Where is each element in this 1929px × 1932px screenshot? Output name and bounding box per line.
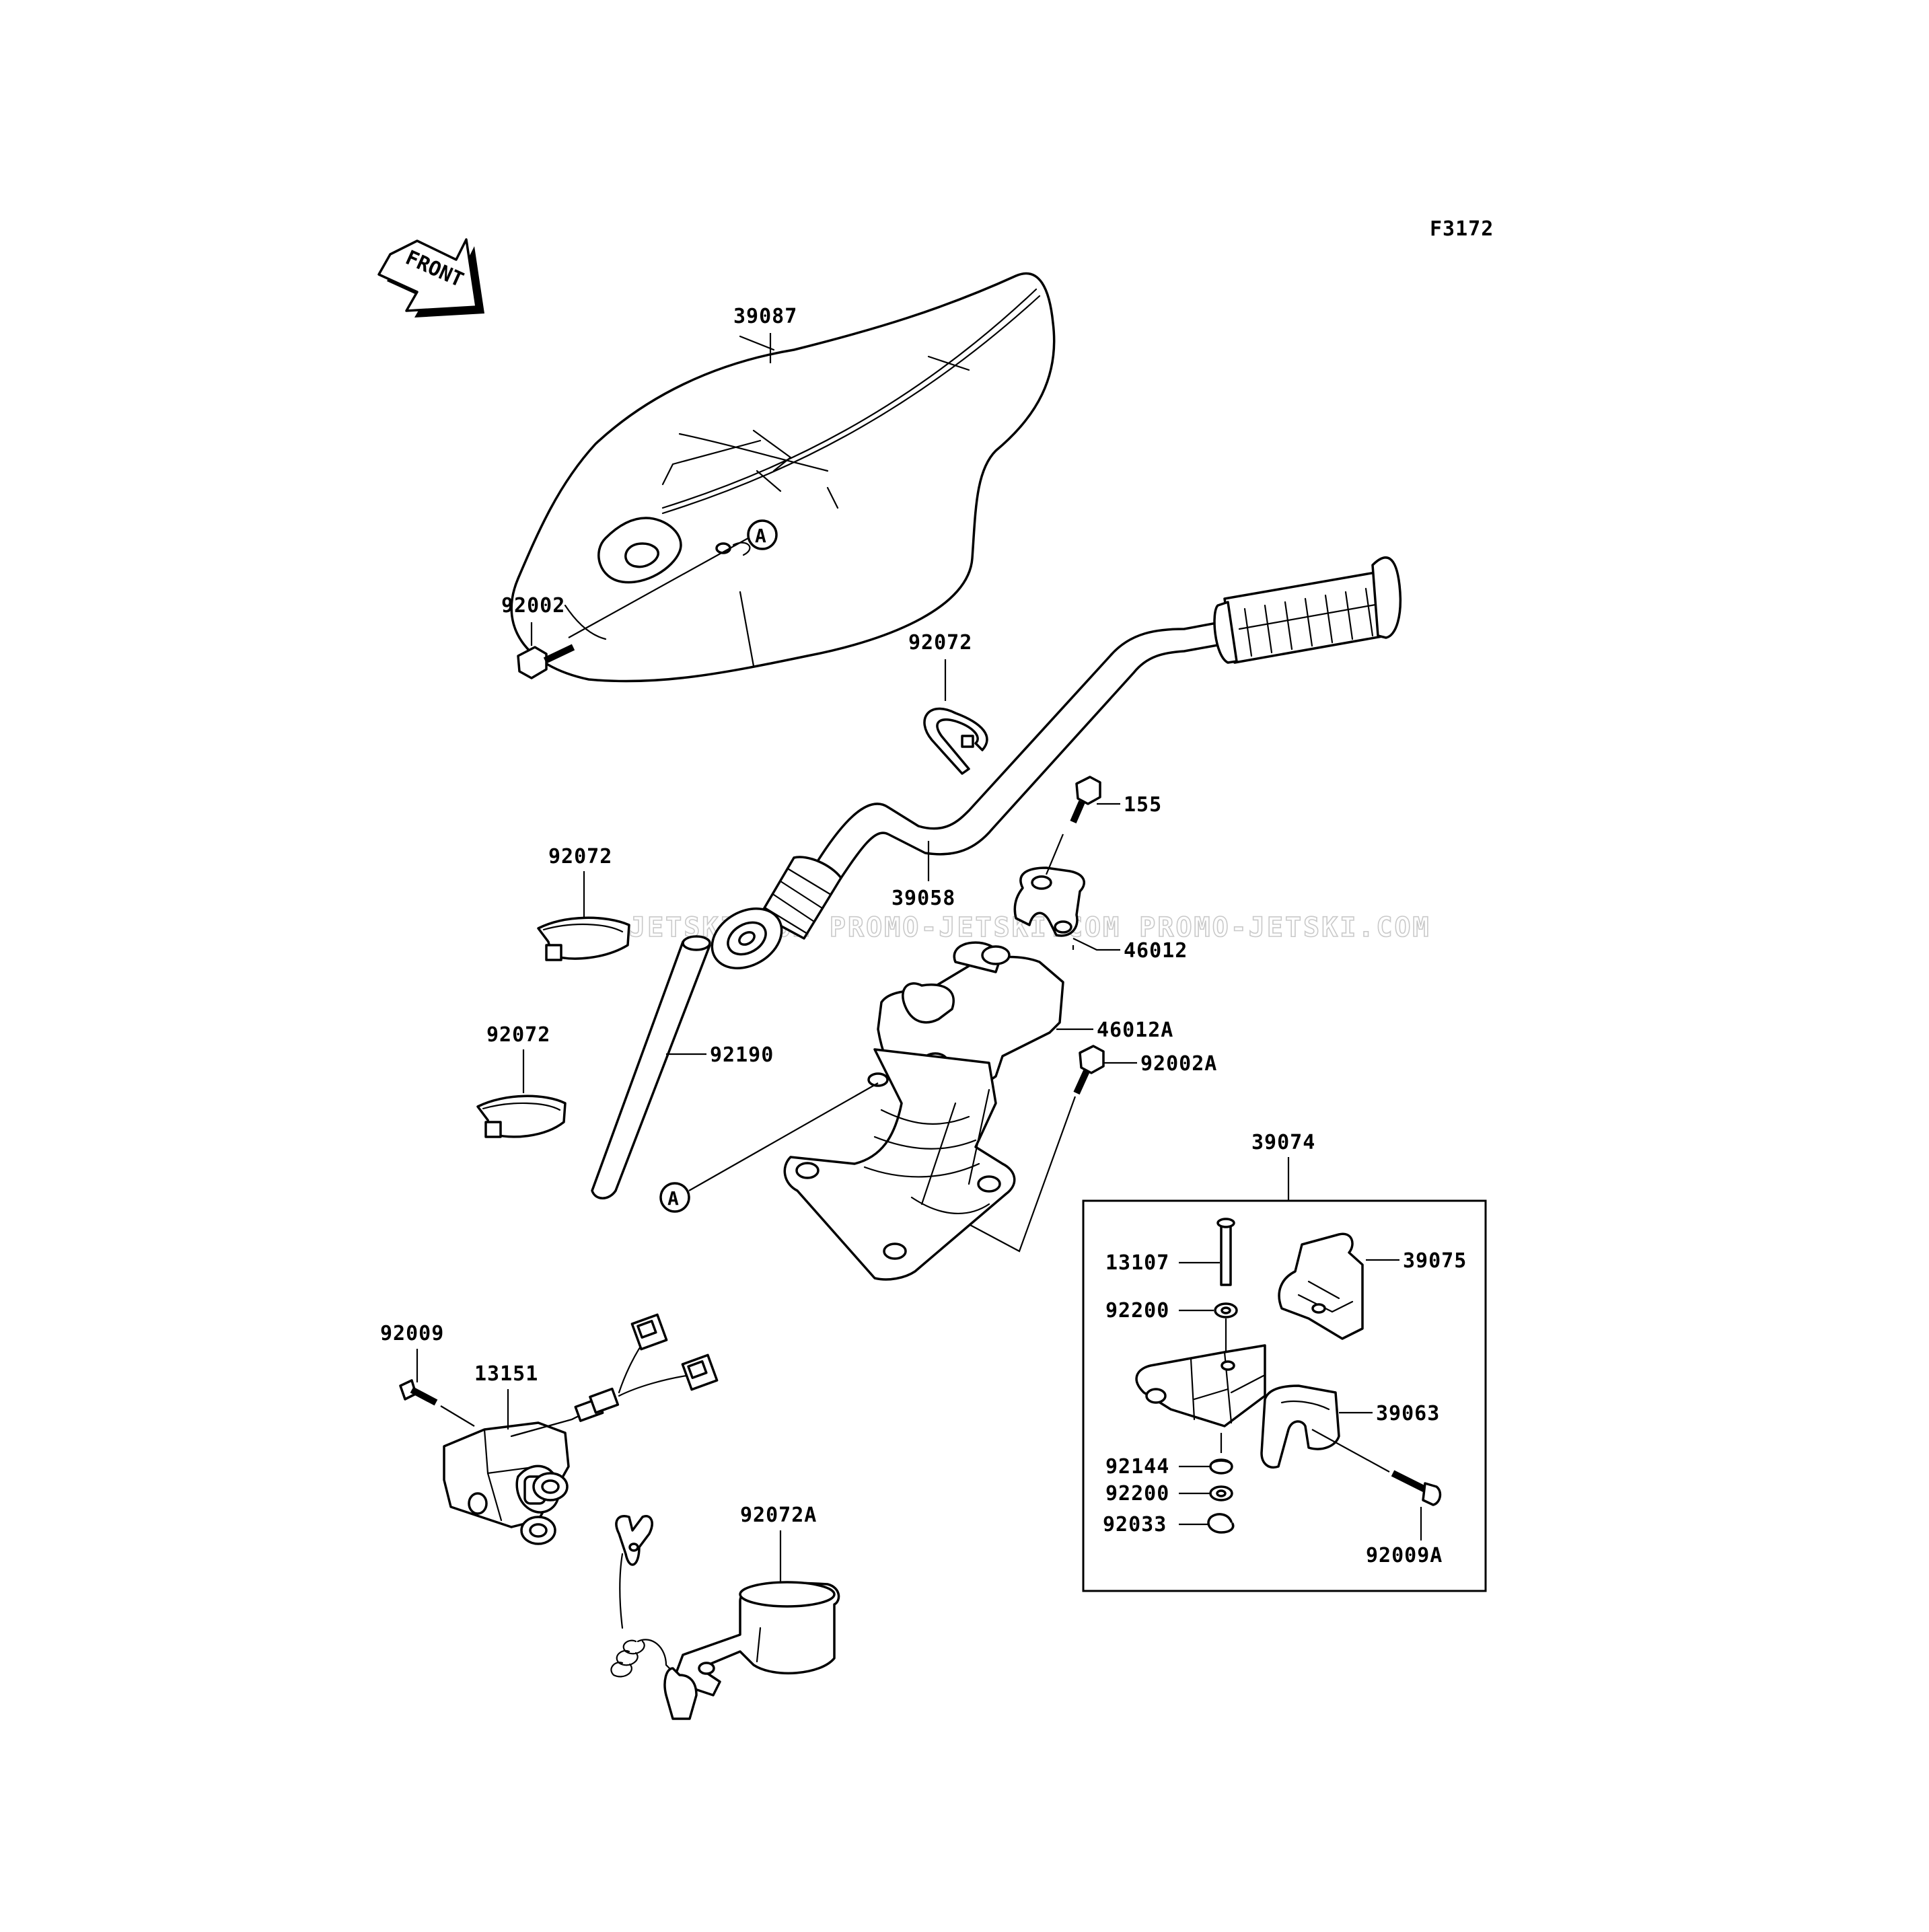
front-arrow-icon: FRONT <box>377 238 484 318</box>
bolt-92002 <box>517 644 575 679</box>
callout-39087: 39087 <box>733 305 797 328</box>
callout-92033: 92033 <box>1103 1513 1167 1536</box>
band-92072-upper <box>923 707 988 775</box>
callout-92200-a: 92200 <box>1105 1299 1169 1323</box>
svg-text:A: A <box>667 1187 679 1210</box>
band-92072-middle <box>537 916 630 961</box>
handlebar-cover <box>510 272 1056 683</box>
pin-13107 <box>1216 1218 1235 1286</box>
figure-code: F3172 <box>1430 217 1494 241</box>
callout-39075: 39075 <box>1403 1249 1467 1273</box>
band-92072-lower <box>476 1094 567 1138</box>
steering-holder-46012a <box>783 941 1064 1281</box>
callout-13107: 13107 <box>1105 1251 1169 1275</box>
screw-92009a <box>1391 1470 1442 1506</box>
callout-46012: 46012 <box>1124 939 1188 963</box>
callout-39058: 39058 <box>891 887 955 910</box>
callout-92002: 92002 <box>501 594 565 618</box>
callout-92072-lower: 92072 <box>486 1023 550 1047</box>
callout-13151: 13151 <box>474 1362 538 1386</box>
svg-text:A: A <box>755 525 766 547</box>
throttle-body <box>1135 1344 1266 1427</box>
lanyard-92072a <box>610 1515 840 1720</box>
circlip-92033 <box>1207 1513 1235 1534</box>
callout-92072a: 92072A <box>740 1503 817 1527</box>
callout-92190: 92190 <box>710 1043 774 1067</box>
cover-39063 <box>1260 1384 1340 1469</box>
throttle-case-assembly-box <box>1082 1199 1487 1592</box>
spring-92144 <box>1209 1458 1233 1475</box>
reference-marker-a-lower: A <box>659 1182 690 1213</box>
callout-39063: 39063 <box>1376 1402 1440 1425</box>
callout-92144: 92144 <box>1105 1455 1169 1479</box>
switch-13151 <box>443 1313 719 1545</box>
callout-155: 155 <box>1124 793 1162 817</box>
callout-39074: 39074 <box>1251 1131 1315 1154</box>
bolt-155 <box>1070 776 1101 823</box>
tube-92190 <box>591 935 711 1199</box>
clamp-46012 <box>1013 866 1085 937</box>
callout-46012a: 46012A <box>1097 1018 1173 1042</box>
callout-92072-middle: 92072 <box>548 845 612 868</box>
lever-39075 <box>1278 1232 1364 1340</box>
callout-92009a: 92009A <box>1366 1544 1443 1567</box>
callout-92009: 92009 <box>380 1322 444 1345</box>
screw-92009 <box>399 1379 438 1406</box>
handlebar <box>711 556 1402 969</box>
callout-92002a: 92002A <box>1140 1052 1217 1076</box>
callout-92200-b: 92200 <box>1105 1482 1169 1506</box>
reference-marker-a-upper: A <box>747 519 778 550</box>
bolt-92002a <box>1073 1045 1105 1095</box>
callout-92072-upper: 92072 <box>908 631 972 655</box>
